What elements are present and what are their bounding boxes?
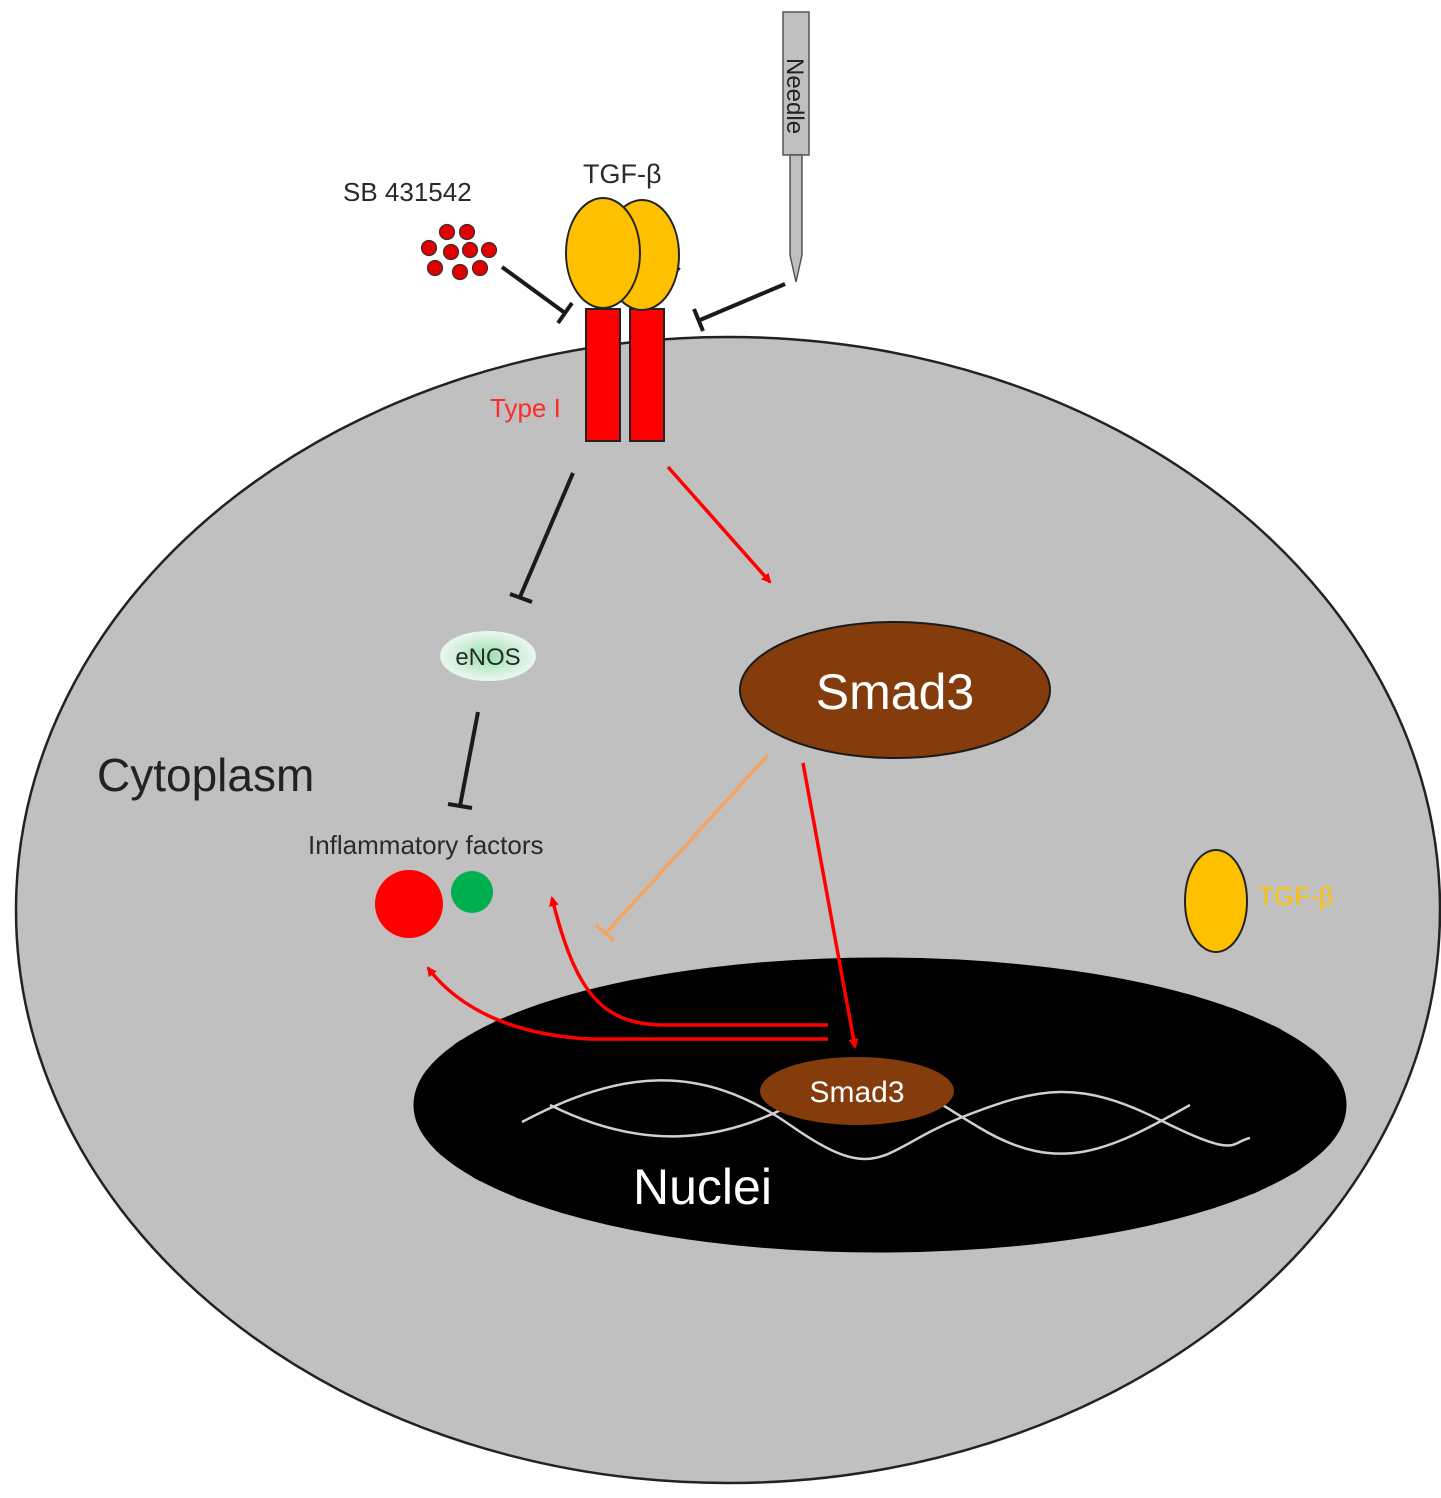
receptor-enos-inhibition-line [518, 472, 575, 598]
smad3-orange-inhibition-bar [594, 923, 616, 943]
enos-label: eNOS [455, 644, 520, 671]
receptor-right [629, 308, 665, 442]
tgf-beta-ligand-left [565, 197, 641, 309]
smad3-nucleus-arrow [801, 762, 859, 1049]
sb-inhibition-bar [556, 301, 574, 325]
smad3-cytoplasmic-label: Smad3 [816, 664, 974, 720]
tgf-beta-top-label: TGF-β [583, 159, 662, 189]
nuclear-envelope [407, 951, 1353, 1259]
tgf-beta-free-label: TGF-β [1258, 881, 1334, 911]
needle-inhibition-bar [692, 308, 705, 332]
nucleus-factor-arrow-upper [549, 896, 828, 1027]
smad3-nuclear-label: Smad3 [809, 1076, 904, 1109]
inflammatory-factors-label: Inflammatory factors [308, 830, 544, 860]
sb431542-molecules [420, 223, 498, 281]
cytoplasm-label: Cytoplasm [97, 749, 314, 801]
sb431542-label: SB 431542 [343, 177, 472, 207]
tgf-beta-free [1184, 849, 1248, 953]
enos-node [440, 631, 536, 681]
needle-label: Needle [781, 58, 808, 134]
receptor-smad3-arrow [666, 465, 772, 584]
enos-inflammatory-inhibition-line [458, 711, 480, 807]
needle-tip [789, 154, 803, 283]
needle-inhibition-line [699, 282, 786, 322]
inflammatory-factor-green [451, 871, 493, 913]
type-i-label: Type I [490, 393, 561, 423]
smad3-orange-inhibition-line [604, 753, 770, 935]
receptor-left [585, 308, 621, 442]
inflammatory-factor-red [375, 870, 443, 938]
smad3-cytoplasmic [739, 621, 1051, 759]
dna-strand [521, 1079, 1251, 1161]
receptor-enos-inhibition-bar [509, 592, 533, 604]
sb-inhibition-line [500, 265, 567, 315]
nuclei-label: Nuclei [633, 1159, 772, 1215]
enos-inflammatory-inhibition-bar [447, 802, 473, 810]
smad3-nuclear [760, 1057, 954, 1125]
nucleus-factor-arrow-lower [426, 966, 828, 1041]
